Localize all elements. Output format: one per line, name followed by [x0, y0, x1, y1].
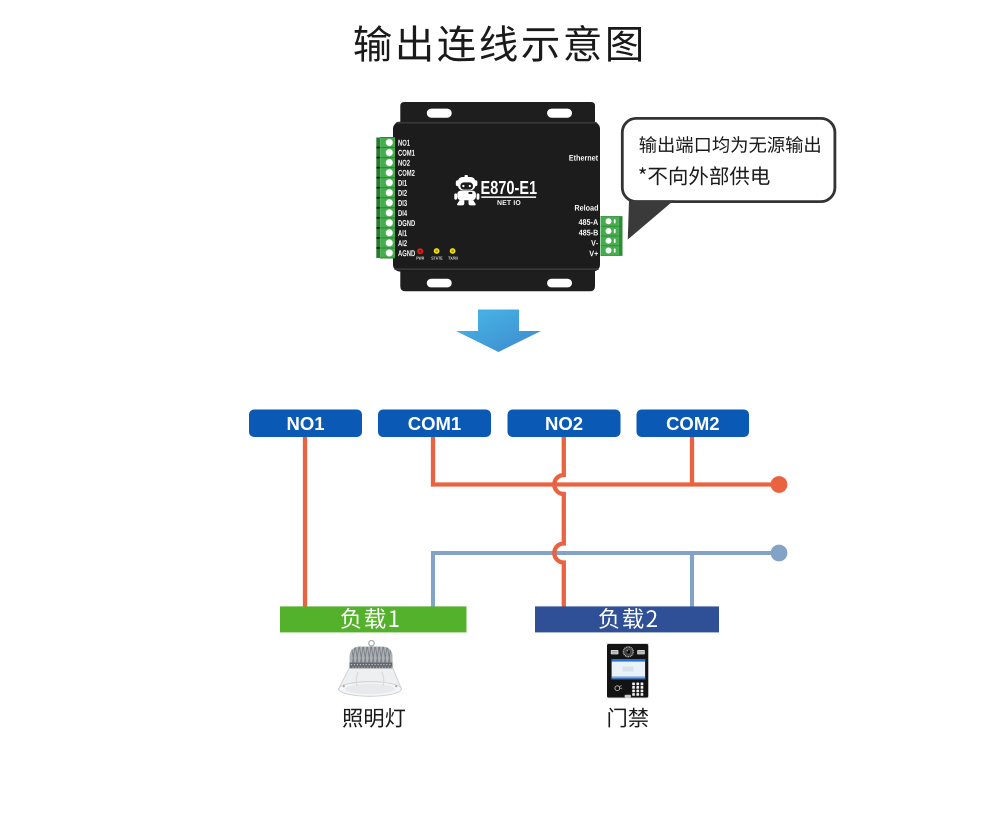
- svg-text:NO1: NO1: [286, 413, 324, 434]
- svg-text:COM2: COM2: [666, 413, 719, 434]
- svg-text:COM1: COM1: [408, 413, 461, 434]
- svg-text:NO2: NO2: [545, 413, 583, 434]
